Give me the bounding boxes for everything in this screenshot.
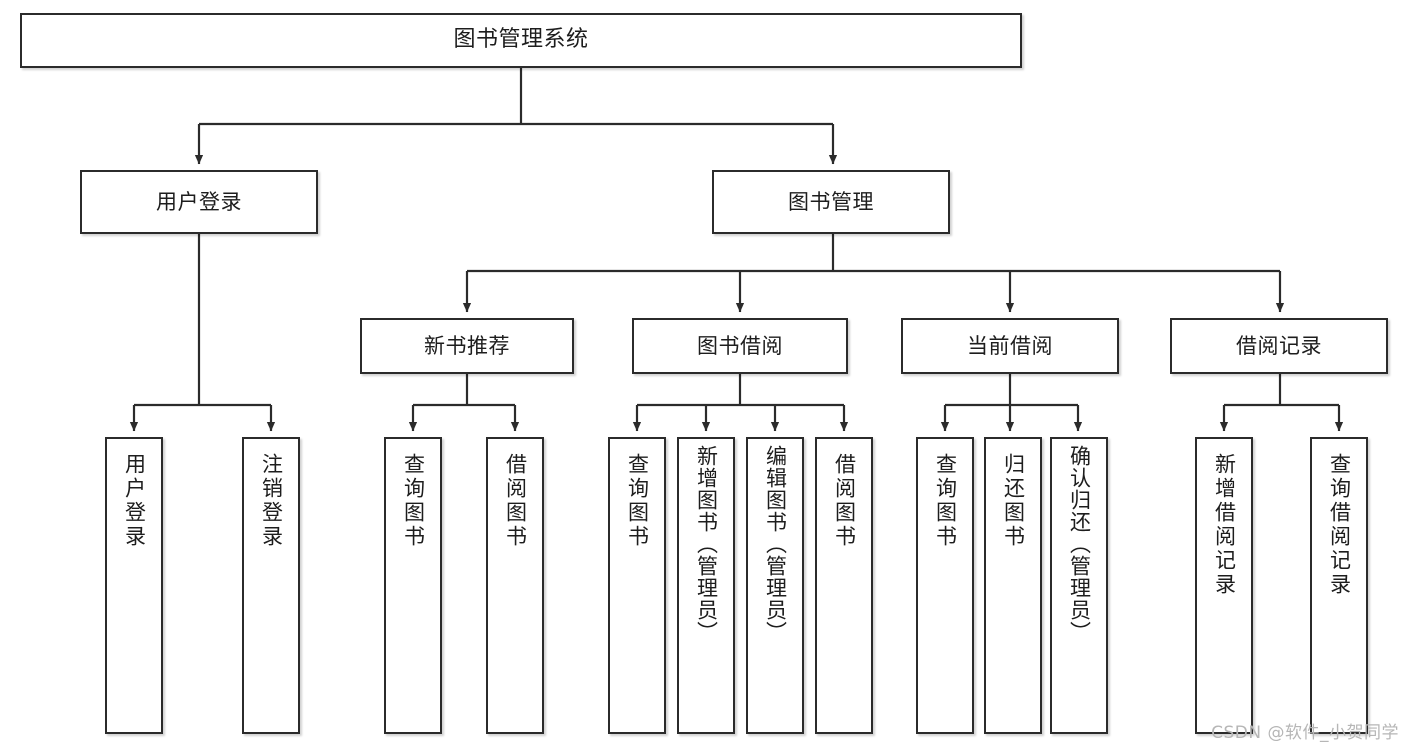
node-user-login[interactable]: 用户登录 [80,170,318,234]
node-leaf-logout-label: 注销登录 [259,453,284,549]
node-leaf-borrow-book-1[interactable]: 借阅图书 [486,437,544,734]
node-leaf-add-book-admin-label: 新增图书（管理员） [694,445,719,643]
node-leaf-query-borrow-record[interactable]: 查询借阅记录 [1310,437,1368,734]
node-leaf-return-book[interactable]: 归还图书 [984,437,1042,734]
node-leaf-borrow-book-2-label: 借阅图书 [832,453,857,549]
node-leaf-borrow-book-2[interactable]: 借阅图书 [815,437,873,734]
node-leaf-user-login[interactable]: 用户登录 [105,437,163,734]
node-leaf-edit-book-admin[interactable]: 编辑图书（管理员） [746,437,804,734]
node-book-borrow[interactable]: 图书借阅 [632,318,848,374]
node-leaf-add-borrow-record[interactable]: 新增借阅记录 [1195,437,1253,734]
node-current-borrow-label: 当前借阅 [967,333,1053,358]
node-leaf-edit-book-admin-label: 编辑图书（管理员） [763,445,788,643]
node-leaf-query-book-1-label: 查询图书 [401,453,426,549]
node-leaf-add-borrow-record-label: 新增借阅记录 [1212,453,1237,597]
node-book-management-label: 图书管理 [788,189,874,214]
node-book-borrow-label: 图书借阅 [697,333,783,358]
node-leaf-return-book-label: 归还图书 [1001,453,1026,549]
node-leaf-query-book-2-label: 查询图书 [625,453,650,549]
node-leaf-query-book-3[interactable]: 查询图书 [916,437,974,734]
node-leaf-query-borrow-record-label: 查询借阅记录 [1327,453,1352,597]
node-leaf-query-book-2[interactable]: 查询图书 [608,437,666,734]
node-leaf-add-book-admin[interactable]: 新增图书（管理员） [677,437,735,734]
node-leaf-borrow-book-1-label: 借阅图书 [503,453,528,549]
node-user-login-label: 用户登录 [156,189,242,214]
node-leaf-logout[interactable]: 注销登录 [242,437,300,734]
node-book-management[interactable]: 图书管理 [712,170,950,234]
node-borrow-record[interactable]: 借阅记录 [1170,318,1388,374]
node-leaf-confirm-return-admin[interactable]: 确认归还（管理员） [1050,437,1108,734]
node-borrow-record-label: 借阅记录 [1236,333,1322,358]
node-root-label: 图书管理系统 [453,27,589,53]
node-new-book-recommend-label: 新书推荐 [424,333,510,358]
node-leaf-query-book-3-label: 查询图书 [933,453,958,549]
node-leaf-query-book-1[interactable]: 查询图书 [384,437,442,734]
csdn-watermark: CSDN @软件_小贺同学 [1211,723,1399,743]
node-leaf-confirm-return-admin-label: 确认归还（管理员） [1067,445,1092,643]
node-root[interactable]: 图书管理系统 [20,13,1022,68]
node-current-borrow[interactable]: 当前借阅 [901,318,1119,374]
node-new-book-recommend[interactable]: 新书推荐 [360,318,574,374]
node-leaf-user-login-label: 用户登录 [122,453,147,549]
